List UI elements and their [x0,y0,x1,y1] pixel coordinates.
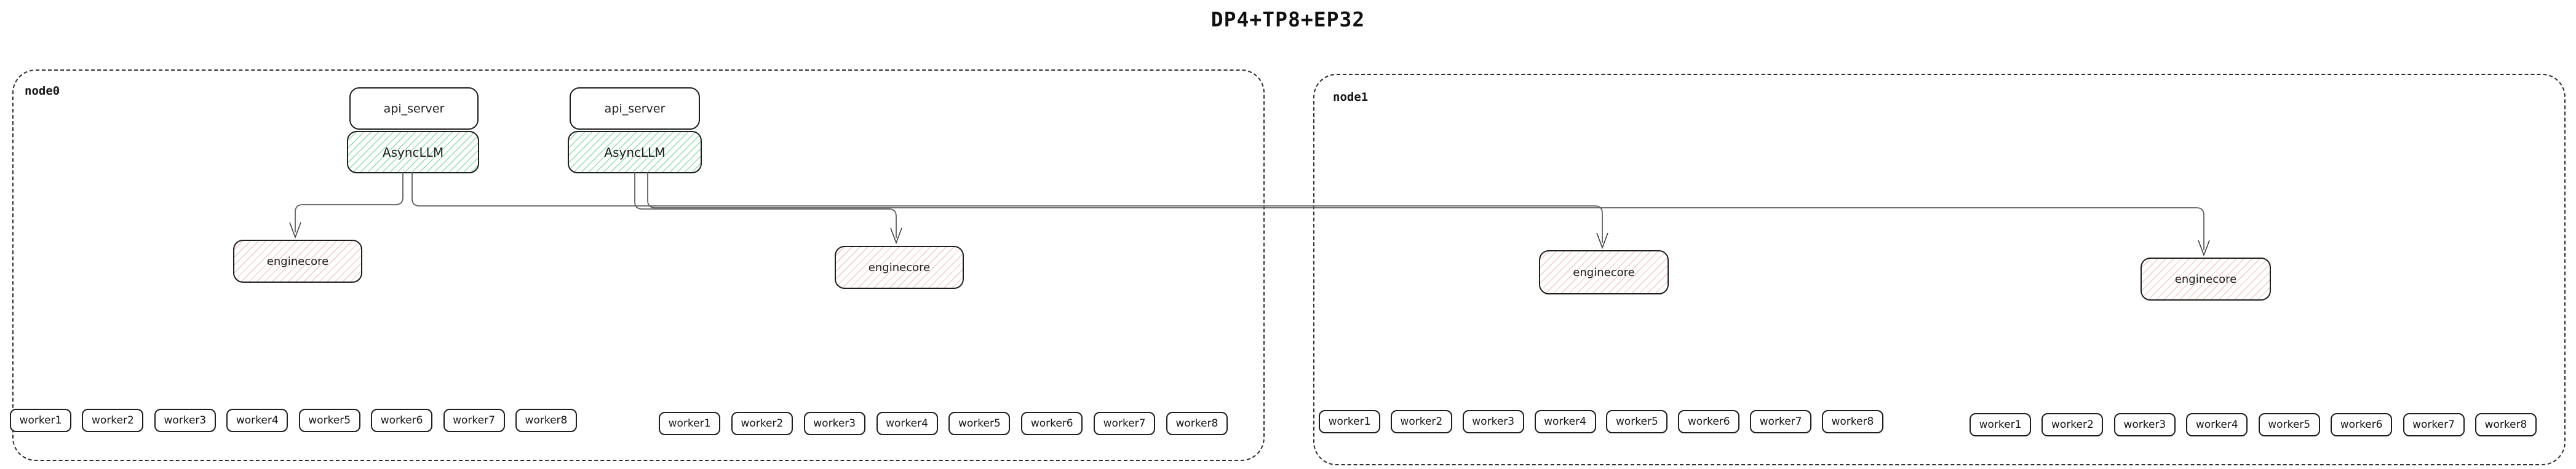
worker-box: worker5 [948,412,1011,435]
worker-box: worker8 [1821,410,1883,433]
worker-box: worker1 [1970,413,2031,436]
worker-row-node0-1: worker1 worker2 worker3 worker4 worker5 … [10,409,577,432]
node1-container: node1 enginecore enginecore worker1 work… [1313,74,2566,465]
worker-box: worker2 [82,409,144,432]
worker-box: worker5 [298,409,360,432]
worker-box: worker1 [10,409,71,432]
asyncllm-box-1: AsyncLLM [347,131,479,173]
api-server-box-1: api_server [349,87,479,130]
worker-box: worker3 [1462,410,1524,433]
enginecore-box-node0-1: enginecore [233,240,362,283]
worker-box: worker7 [1750,410,1812,433]
worker-box: worker1 [1319,410,1380,433]
worker-box: worker3 [803,412,865,435]
worker-box: worker8 [2475,413,2537,436]
node0-label: node0 [25,84,60,98]
node0-container: node0 api_server AsyncLLM api_server Asy… [10,69,1265,461]
worker-box: worker7 [2403,413,2465,436]
worker-box: worker6 [2331,413,2393,436]
worker-box: worker6 [1678,410,1740,433]
worker-row-node1-1: worker1 worker2 worker3 worker4 worker5 … [1319,410,1883,433]
api-server-box-2: api_server [570,87,700,130]
worker-box: worker4 [226,409,288,432]
worker-box: worker8 [1166,412,1228,435]
enginecore-box-node1-1: enginecore [1539,250,1669,294]
worker-box: worker5 [2258,413,2320,436]
node1-label: node1 [1333,90,1369,104]
worker-box: worker2 [2041,413,2104,436]
worker-box: worker6 [1021,412,1083,435]
worker-box: worker2 [1390,410,1452,433]
worker-box: worker5 [1606,410,1668,433]
worker-box: worker4 [1534,410,1596,433]
worker-box: worker8 [515,409,577,432]
worker-box: worker3 [2113,413,2176,436]
worker-row-node0-2: worker1 worker2 worker3 worker4 worker5 … [659,412,1228,435]
worker-box: worker4 [876,412,938,435]
enginecore-box-node0-2: enginecore [835,246,964,289]
worker-box: worker2 [731,412,793,435]
enginecore-box-node1-2: enginecore [2141,258,2271,301]
diagram-title: DP4+TP8+EP32 [1210,7,1366,31]
worker-box: worker4 [2186,413,2248,436]
worker-box: worker7 [1094,412,1156,435]
worker-box: worker7 [443,409,505,432]
asyncllm-box-2: AsyncLLM [568,131,702,173]
worker-box: worker1 [659,412,720,435]
worker-box: worker3 [154,409,216,432]
worker-box: worker6 [371,409,433,432]
worker-row-node1-2: worker1 worker2 worker3 worker4 worker5 … [1970,413,2537,436]
